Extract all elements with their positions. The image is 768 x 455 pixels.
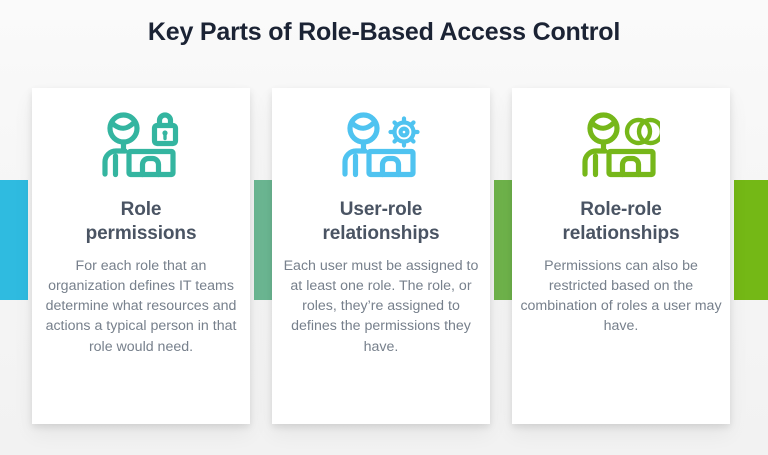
card-heading: Role-role relationships [522,198,720,247]
card-heading-line-1: User-role [339,199,423,220]
person-desk-venn-icon [512,110,730,186]
card-heading-line-2: relationships [562,223,680,245]
card-heading: Role permissions [42,198,240,247]
card-user-role-relationships: User-role relationships Each user must b… [272,88,490,424]
card-heading-line-2: relationships [322,223,440,245]
person-desk-lock-icon [32,110,250,186]
card-heading-line-1: Role [120,199,162,220]
accent-bar-left [0,180,28,300]
card-heading-line-1: Role-role [580,199,662,220]
accent-bar-right [734,180,768,300]
card-heading: User-role relationships [282,198,480,247]
card-body: Permissions can also be restricted based… [520,258,722,335]
page-title: Key Parts of Role-Based Access Control [147,18,621,46]
card-body: For each role that an organization defin… [45,258,237,355]
card-role-role-relationships: Role-role relationships Permissions can … [512,88,730,424]
person-desk-gear-icon [272,110,490,186]
card-body: Each user must be assigned to at least o… [283,258,479,355]
accent-bar-gap-2 [494,180,513,300]
card-role-permissions: Role permissions For each role that an o… [32,88,250,424]
accent-bar-gap-1 [254,180,273,300]
card-heading-line-2: permissions [85,223,197,245]
